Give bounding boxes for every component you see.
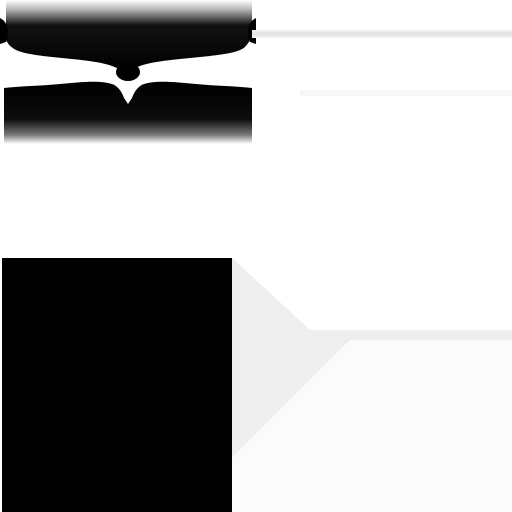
wedge-faint-lower [232,340,512,512]
ornament-knob [116,63,140,81]
black-square [2,258,232,512]
ornament-left-edge [0,18,8,44]
ornament-graphic [0,0,256,148]
top-divider [252,30,512,38]
wedge-polygon [232,258,512,458]
faint-divider [300,90,512,96]
wedge-shape [232,258,512,512]
ornament-upper-band [5,0,253,72]
ornament-lower-band [4,81,252,144]
